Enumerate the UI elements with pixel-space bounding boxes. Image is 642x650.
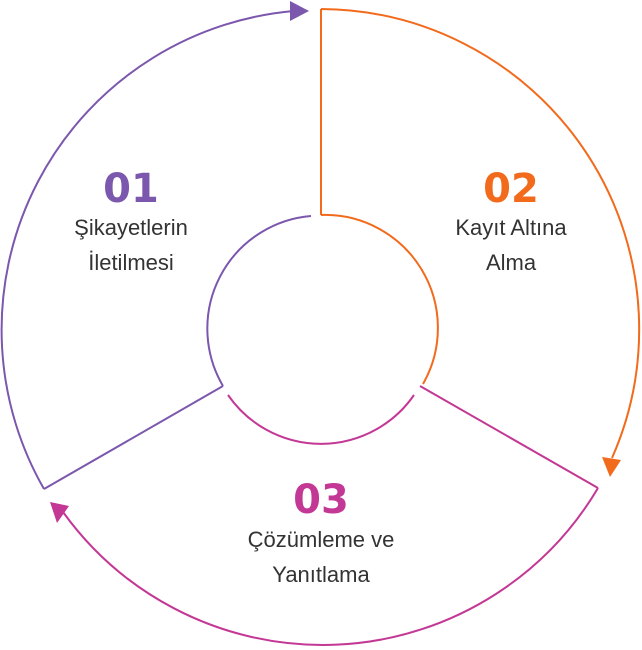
segment-01-radial (43, 385, 224, 490)
segment-03-inner-arc (227, 394, 415, 445)
step-02-label-line-2: Alma (486, 250, 537, 275)
segment-02-inner-arc (320, 213, 439, 385)
step-03-label-line-2: Yanıtlama (272, 562, 370, 587)
segment-01 (0, 1, 312, 490)
segment-03-outline (62, 487, 599, 646)
segment-02 (320, 8, 641, 477)
segment-01-arrowhead-icon (290, 1, 309, 21)
step-03-label-line-1: Çözümleme ve (248, 527, 395, 552)
step-01-number: 01 (103, 166, 159, 212)
segment-03-radial (419, 385, 599, 489)
segment-01-outline (0, 10, 295, 490)
step-01-label-line-2: İletilmesi (88, 250, 174, 275)
segment-02-arrowhead-icon (602, 457, 621, 477)
step-01-label-line-1: Şikayetlerin (74, 215, 188, 240)
step-02-label-line-1: Kayıt Altına (455, 215, 567, 240)
segment-03 (50, 385, 599, 646)
step-03-number: 03 (293, 477, 349, 523)
segment-02-outline (320, 8, 641, 459)
segment-03-arrowhead-icon (50, 502, 69, 523)
segment-01-inner-arc (206, 215, 312, 387)
step-02-number: 02 (483, 166, 539, 212)
